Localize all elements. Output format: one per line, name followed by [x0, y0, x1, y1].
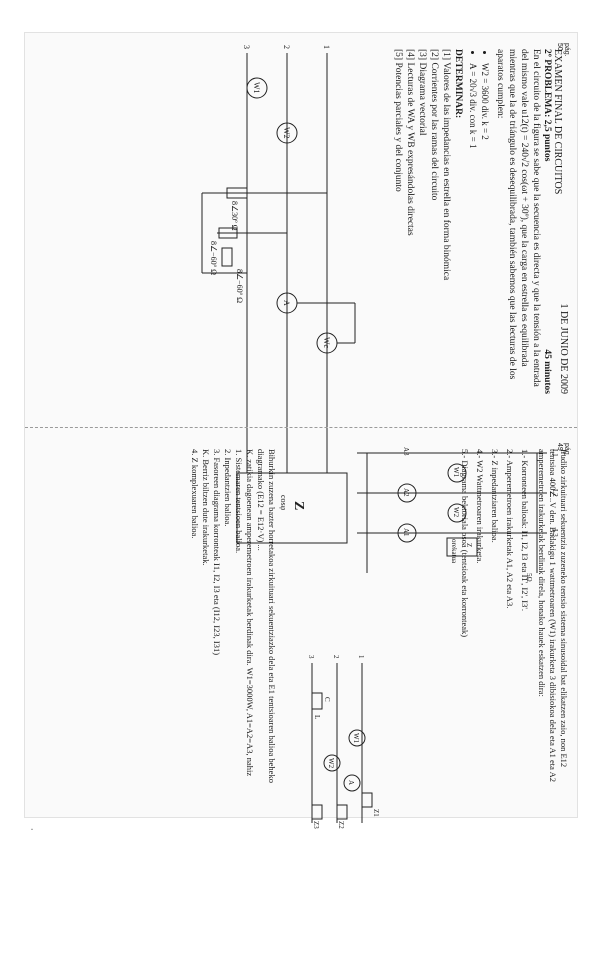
c2-node-3: 3	[307, 655, 315, 659]
page-number-top: pág. 50	[556, 43, 570, 57]
exam-page-bottom: Irudiko zirkuituari sekuentzia zuzeneko …	[57, 433, 577, 829]
c2-z1-label: Z1	[372, 809, 380, 817]
bottom-lower-block: Bihurkin zuzena bazter horretakoa zirkui…	[189, 449, 277, 794]
c1-a1-label: A1	[402, 528, 410, 537]
bottom-lower-item: 4. Z komplexuaren balioa.	[190, 449, 200, 539]
impedance-z1-label: 8∠30º Ω	[230, 201, 239, 231]
exam-page-top: EXAMEN FINAL DE CIRCUITOS 1 DE JUNIO DE …	[57, 33, 577, 544]
corner-mark: ·	[30, 822, 34, 836]
bottom-lower-item: 1. Sistemaren tentsioen balioa.	[234, 449, 244, 554]
w2-label: W2	[282, 127, 291, 139]
c2-node-2: 2	[332, 655, 340, 659]
star-cos-label: cosφ	[279, 495, 288, 511]
c1-w1-label: W1	[452, 467, 460, 478]
c2-node-1: 1	[357, 655, 365, 659]
c1-a2-label: A2	[402, 488, 410, 497]
star-impedance-label: Z	[291, 501, 306, 510]
ammeter-label: A	[282, 300, 291, 306]
bottom-lower-item: 3. Fasoreen diagrama korronteak I1, I2, …	[212, 449, 222, 656]
c1-l2-label: L2	[551, 489, 559, 497]
c2-z2-label: Z2	[337, 821, 345, 829]
c1-a3-label: A3	[402, 447, 410, 456]
c2-w2-label: W2	[327, 758, 335, 769]
bottom-lower-item: K. Berriz biltzen dute irakurketak.	[201, 449, 211, 566]
c1-load-sub: orekatua	[450, 539, 458, 564]
c2-z3-label: Z3	[312, 821, 320, 829]
three-phase-circuit-diagram: W1 W2 A Wc Z cosφ 8∠30º Ω 8∠−60º Ω 8∠−60…	[201, 45, 356, 544]
circuit-diagram-2: W1 W2 A Z1 Z2 Z3 C L 1 2 3 W1 W2 A1 A2 A…	[307, 447, 559, 829]
node-1-label: 1	[322, 45, 331, 49]
c2-c-label: C	[323, 697, 331, 702]
node-2-label: 2	[282, 45, 291, 49]
bottom-lower-item: K. zatikia dagoenean amperemetroen iraku…	[245, 449, 255, 777]
c1-w2-label: W2	[452, 507, 460, 518]
impedance-z3-label: 8∠−60º Ω	[235, 269, 244, 303]
w1-label: W1	[252, 82, 261, 94]
page-number-bottom: pág. 49	[556, 443, 570, 457]
c1-load-label: Z	[465, 543, 473, 547]
c2-a-label: A	[347, 780, 355, 785]
c2-w1-label: W1	[352, 733, 360, 744]
impedance-z2-label: 8∠−60º Ω	[209, 241, 218, 275]
c1-l3-label: L3	[551, 529, 559, 537]
circuit-diagram-1	[357, 452, 547, 573]
c1-l1-label: L1	[551, 449, 559, 457]
bottom-lower-item: 2. Inpedantzien balioa.	[223, 449, 233, 527]
page-divider	[25, 427, 577, 428]
c2-l-label: L	[313, 715, 321, 719]
bottom-lower-intro: Bihurkin zuzena bazter horretakoa zirkui…	[256, 449, 277, 783]
c1-r-label: 5Ω	[525, 573, 533, 582]
scanned-sheet: EXAMEN FINAL DE CIRCUITOS 1 DE JUNIO DE …	[24, 32, 578, 829]
wc-label: Wc	[322, 337, 331, 349]
node-3-label: 3	[242, 45, 251, 49]
